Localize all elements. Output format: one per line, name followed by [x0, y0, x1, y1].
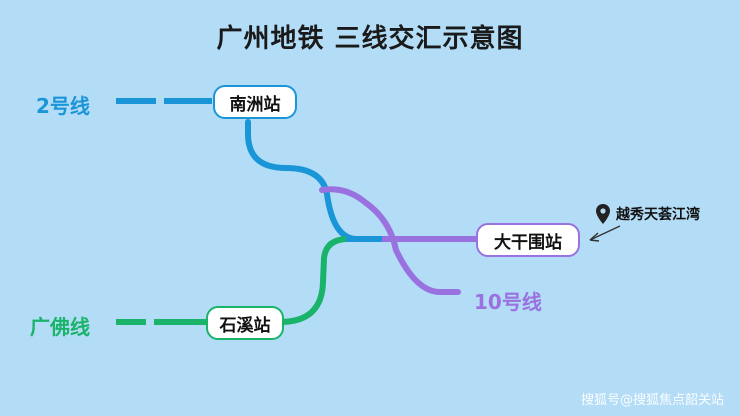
poi-marker: 越秀天荟江湾 [596, 204, 700, 224]
line-10-label: 10号线 [474, 290, 542, 314]
line-2-label: 2号线 [36, 94, 90, 118]
poi-arrow [589, 225, 621, 242]
line-guangfo-label: 广佛线 [30, 315, 90, 339]
line-2-route [116, 98, 479, 242]
poi-label: 越秀天荟江湾 [616, 207, 700, 223]
station-shixi[interactable]: 石溪站 [206, 306, 284, 340]
station-nanzhou[interactable]: 南洲站 [213, 85, 297, 119]
map-pin-icon [596, 204, 610, 224]
watermark: 搜狐号@搜狐焦点韶关站 [580, 393, 724, 408]
station-daganwei[interactable]: 大干围站 [476, 223, 580, 257]
line-guangfo-route [116, 236, 349, 325]
map-title: 广州地铁 三线交汇示意图 [216, 24, 524, 54]
